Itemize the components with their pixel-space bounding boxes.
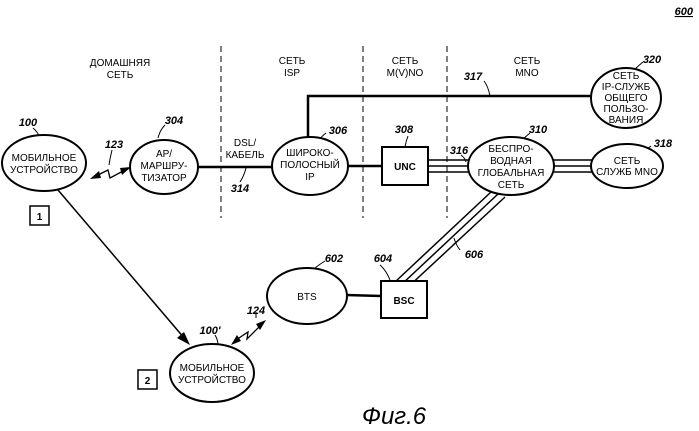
- node-public-ip: СЕТЬ IP-СЛУЖБ ОБЩЕГО ПОЛЬЗО- ВАНИЯ: [591, 68, 661, 128]
- node-bsc-label: BSC: [393, 296, 414, 307]
- ref-124: 124: [247, 305, 265, 317]
- region-mno-line2: MNO: [515, 68, 539, 79]
- position-box-1-label: 1: [37, 212, 43, 223]
- node-wireless-line2: ВОДНАЯ: [490, 156, 532, 167]
- region-home-line2: СЕТЬ: [107, 70, 134, 81]
- node-ap: AP/ МАРШРУ- ТИЗАТОР: [130, 140, 198, 194]
- node-mno-services-line1: СЕТЬ: [614, 156, 641, 167]
- node-ap-line1: AP/: [156, 149, 172, 160]
- ref-310: 310: [529, 124, 548, 136]
- region-mvno-line1: СЕТЬ: [392, 56, 419, 67]
- ref-602: 602: [325, 253, 343, 265]
- link-ip-service: [308, 96, 590, 137]
- ref-306: 306: [329, 125, 348, 137]
- region-mvno-line2: M(V)NO: [387, 68, 424, 79]
- movement-arrow: [58, 190, 185, 339]
- leader-308: [405, 136, 408, 147]
- ref-314: 314: [231, 183, 249, 195]
- node-broadband-line1: ШИРОКО-: [286, 148, 333, 159]
- movement-arrowhead: [177, 332, 190, 345]
- cellular-arrow-left: [231, 335, 241, 345]
- ref-304: 304: [165, 115, 183, 127]
- node-mobile2: МОБИЛЬНОЕ УСТРОЙСТВО: [170, 344, 254, 402]
- node-bsc: BSC: [381, 281, 427, 318]
- node-mobile1-line2: УСТРОЙСТВО: [10, 163, 78, 176]
- node-wireless-line4: СЕТЬ: [498, 180, 525, 191]
- cellular-lightning: [236, 325, 261, 340]
- node-ap-line3: ТИЗАТОР: [141, 173, 187, 184]
- leader-602: [315, 261, 325, 268]
- leader-317: [484, 81, 490, 96]
- wifi-arrow-left: [90, 171, 101, 179]
- link-bsc-wireless-a: [395, 192, 491, 282]
- position-box-2-label: 2: [145, 376, 151, 387]
- node-unc: UNC: [382, 147, 428, 185]
- node-public-ip-line3: ОБЩЕГО: [604, 93, 647, 104]
- ref-606: 606: [465, 249, 484, 261]
- node-broadband-line2: ПОЛОСНЫЙ: [280, 158, 340, 171]
- ref-320: 320: [643, 54, 662, 66]
- label-dsl-line2: КАБЕЛЬ: [226, 150, 265, 161]
- node-mobile1-line1: МОБИЛЬНОЕ: [12, 153, 77, 164]
- ref-604: 604: [374, 253, 392, 265]
- node-mno-services-line2: СЛУЖБ MNO: [596, 167, 658, 178]
- node-wireless: БЕСПРО- ВОДНАЯ ГЛОБАЛЬНАЯ СЕТЬ: [468, 137, 554, 195]
- node-public-ip-line4: ПОЛЬЗО-: [604, 104, 649, 115]
- node-mobile2-line2: УСТРОЙСТВО: [178, 373, 246, 386]
- node-ap-line2: МАРШРУ-: [141, 161, 188, 172]
- ref-316: 316: [450, 145, 469, 157]
- position-box-2: 2: [138, 370, 157, 389]
- node-wireless-line3: ГЛОБАЛЬНАЯ: [478, 168, 545, 179]
- node-mno-services: СЕТЬ СЛУЖБ MNO: [591, 144, 663, 188]
- node-public-ip-line1: СЕТЬ: [613, 71, 640, 82]
- node-bts-label: BTS: [297, 292, 317, 303]
- link-bts-bsc: [346, 295, 381, 296]
- region-isp-line1: СЕТЬ: [279, 56, 306, 67]
- figure-number: 600: [675, 6, 694, 18]
- ref-123: 123: [105, 139, 123, 151]
- region-mno-line1: СЕТЬ: [514, 56, 541, 67]
- region-isp-line2: ISP: [284, 68, 300, 79]
- leader-604: [380, 265, 390, 280]
- ref-100: 100: [19, 117, 38, 129]
- link-bsc-wireless-b: [401, 194, 498, 285]
- node-wireless-line1: БЕСПРО-: [488, 144, 533, 155]
- node-public-ip-line5: ВАНИЯ: [609, 115, 644, 126]
- ref-318: 318: [654, 138, 673, 150]
- ref-317: 317: [464, 71, 483, 83]
- leader-123: [109, 150, 112, 165]
- node-mobile2-line1: МОБИЛЬНОЕ: [180, 363, 245, 374]
- node-unc-label: UNC: [394, 162, 416, 173]
- region-home-line1: ДОМАШНЯЯ: [90, 58, 150, 69]
- leader-314: [240, 168, 246, 182]
- node-bts: BTS: [267, 268, 347, 324]
- ref-308: 308: [395, 124, 414, 136]
- node-mobile1: МОБИЛЬНОЕ УСТРОЙСТВО: [2, 135, 86, 191]
- ref-100p: 100': [200, 325, 221, 337]
- figure-caption: Фиг.6: [362, 403, 427, 430]
- position-box-1: 1: [30, 206, 49, 225]
- node-broadband-line3: IP: [305, 172, 315, 183]
- node-public-ip-line2: IP-СЛУЖБ: [602, 82, 651, 93]
- label-dsl-line1: DSL/: [234, 138, 256, 149]
- node-broadband: ШИРОКО- ПОЛОСНЫЙ IP: [272, 137, 348, 195]
